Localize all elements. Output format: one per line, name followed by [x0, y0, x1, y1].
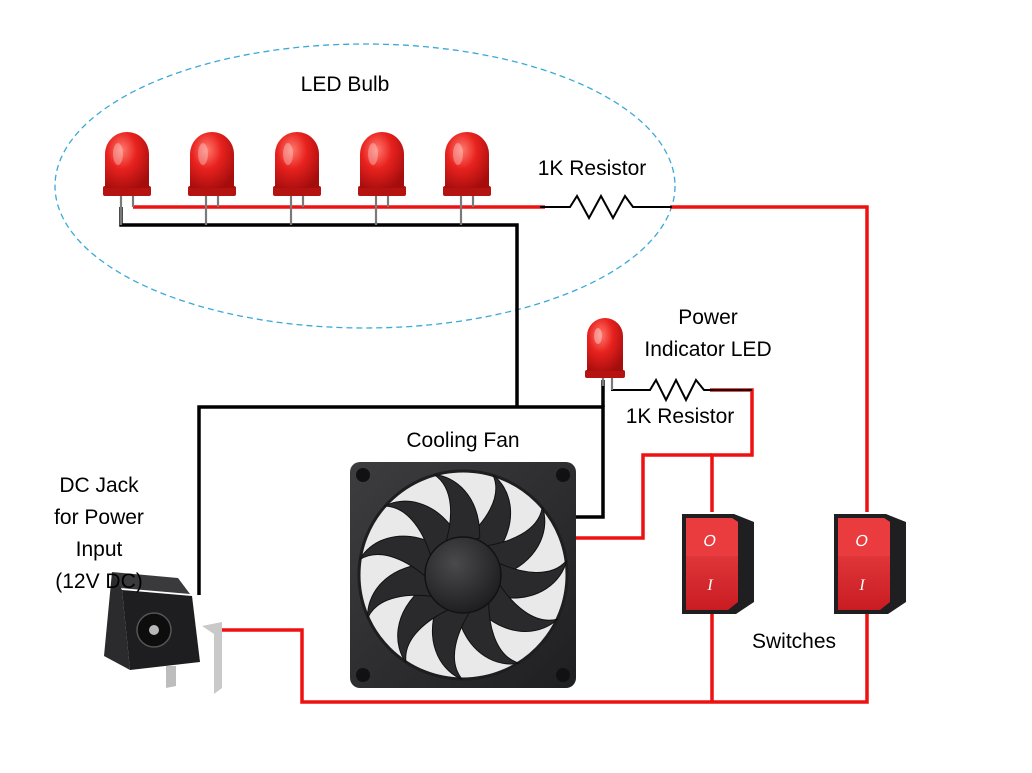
led-bulb-icon	[358, 132, 406, 225]
cooling-fan-icon	[350, 462, 576, 688]
wires	[119, 205, 869, 704]
fan-blade	[432, 605, 474, 680]
dc-positive-wire	[222, 612, 869, 704]
led-bulb-icon	[188, 132, 236, 225]
dc-jack-label-line-2: for Power	[54, 506, 144, 529]
switch-right-icon[interactable]: O I	[834, 514, 906, 614]
power-indicator-led-label-line-2: Indicator LED	[644, 338, 772, 361]
fan-blade	[433, 474, 481, 548]
dc-jack-label-line-1: DC Jack	[59, 474, 139, 497]
fan-blade	[493, 560, 567, 599]
dc-jack-label: DC Jack for Power Input (12V DC)	[38, 470, 160, 598]
fan-positive-wire	[575, 453, 712, 540]
power-indicator-led-label-line-1: Power	[678, 306, 738, 329]
switch-left-on-symbol: I	[706, 577, 713, 594]
dc-jack-icon	[104, 572, 222, 694]
led-group-outline	[54, 43, 676, 329]
switch-right-on-symbol: I	[858, 577, 865, 594]
resistor-indicator-icon	[611, 377, 752, 403]
resistor-to-switch-wire	[670, 205, 869, 512]
resistor-main-label: 1K Resistor	[537, 157, 647, 180]
power-indicator-led-label: Power Indicator LED	[630, 302, 786, 366]
power-indicator-led-icon	[585, 318, 625, 390]
resistor-indicator-label: 1K Resistor	[625, 405, 735, 428]
dc-jack-label-line-4: (12V DC)	[55, 570, 143, 593]
switch-left-off-symbol: O	[702, 532, 718, 550]
switch-right-off-symbol: O	[854, 532, 870, 550]
fan-blade	[456, 596, 520, 665]
resistor-main-icon	[540, 193, 672, 221]
dc-jack-label-line-3: Input	[75, 538, 123, 561]
led-bulb-row	[103, 132, 491, 225]
led-bulb-icon	[103, 132, 151, 225]
switches-label: Switches	[751, 630, 837, 653]
switch-left-icon[interactable]: O I	[682, 514, 754, 614]
fan-blade	[359, 535, 437, 581]
cooling-fan-label: Cooling Fan	[406, 429, 520, 452]
led-ground-rail	[119, 207, 519, 407]
fan-blade	[367, 563, 439, 619]
led-bulb-label: LED Bulb	[300, 73, 390, 96]
led-bulb-icon	[273, 132, 321, 225]
fan-blade	[479, 578, 559, 632]
led-bulb-icon	[443, 132, 491, 225]
